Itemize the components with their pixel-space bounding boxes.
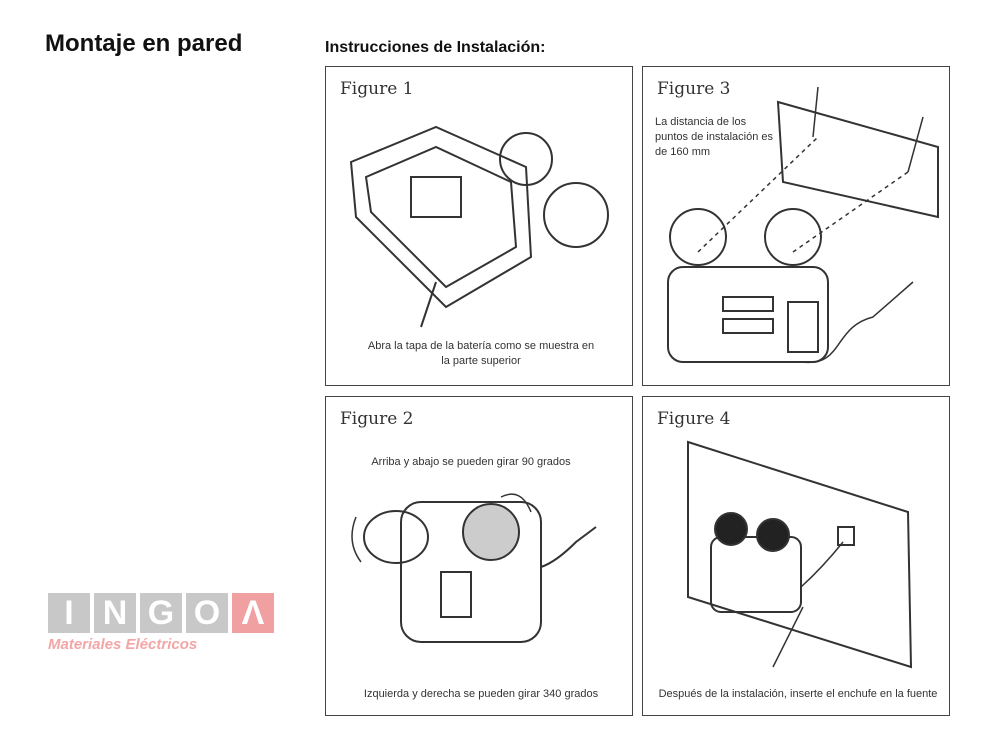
figure-caption: La distancia de los puntos de instalació…	[655, 116, 774, 158]
mounting-distance-illustration	[667, 86, 939, 364]
battery-cover-illustration	[349, 125, 609, 328]
instructions-heading: Instrucciones de Instalación:	[325, 39, 546, 56]
figure-label: Figure 3	[657, 79, 731, 99]
figure-caption: Después de la instalación, inserte el en…	[658, 688, 938, 700]
figure-4-panel: Figure 4 Después de la instalación, inse…	[642, 396, 950, 716]
page-title: Montaje en pared	[45, 30, 243, 57]
figure-label: Figure 4	[657, 409, 731, 429]
logo-letter: Λ	[232, 593, 274, 633]
figure-label: Figure 2	[340, 409, 414, 429]
rotation-illustration	[351, 493, 597, 643]
logo-letter: G	[140, 593, 182, 633]
figure-3-panel: Figure 3 La distancia de los puntos de i…	[642, 66, 950, 386]
ingoa-logo: I N G O Λ Materiales Eléctricos	[48, 593, 278, 653]
logo-letter: I	[48, 593, 90, 633]
logo-letter: N	[94, 593, 136, 633]
logo-tagline: Materiales Eléctricos	[48, 636, 198, 653]
figure-caption: Abra la tapa de la batería como se muest…	[367, 340, 595, 367]
figure-2-panel: Figure 2 Arriba y abajo se pueden girar …	[325, 396, 633, 716]
figure-label: Figure 1	[340, 79, 414, 99]
figure-1-panel: Figure 1 Abra la tapa de la batería como…	[325, 66, 633, 386]
logo-letter: O	[186, 593, 228, 633]
figure-caption-top: Arriba y abajo se pueden girar 90 grados	[371, 456, 571, 468]
figure-caption: Izquierda y derecha se pueden girar 340 …	[363, 688, 599, 700]
wall-installed-illustration	[687, 440, 913, 669]
